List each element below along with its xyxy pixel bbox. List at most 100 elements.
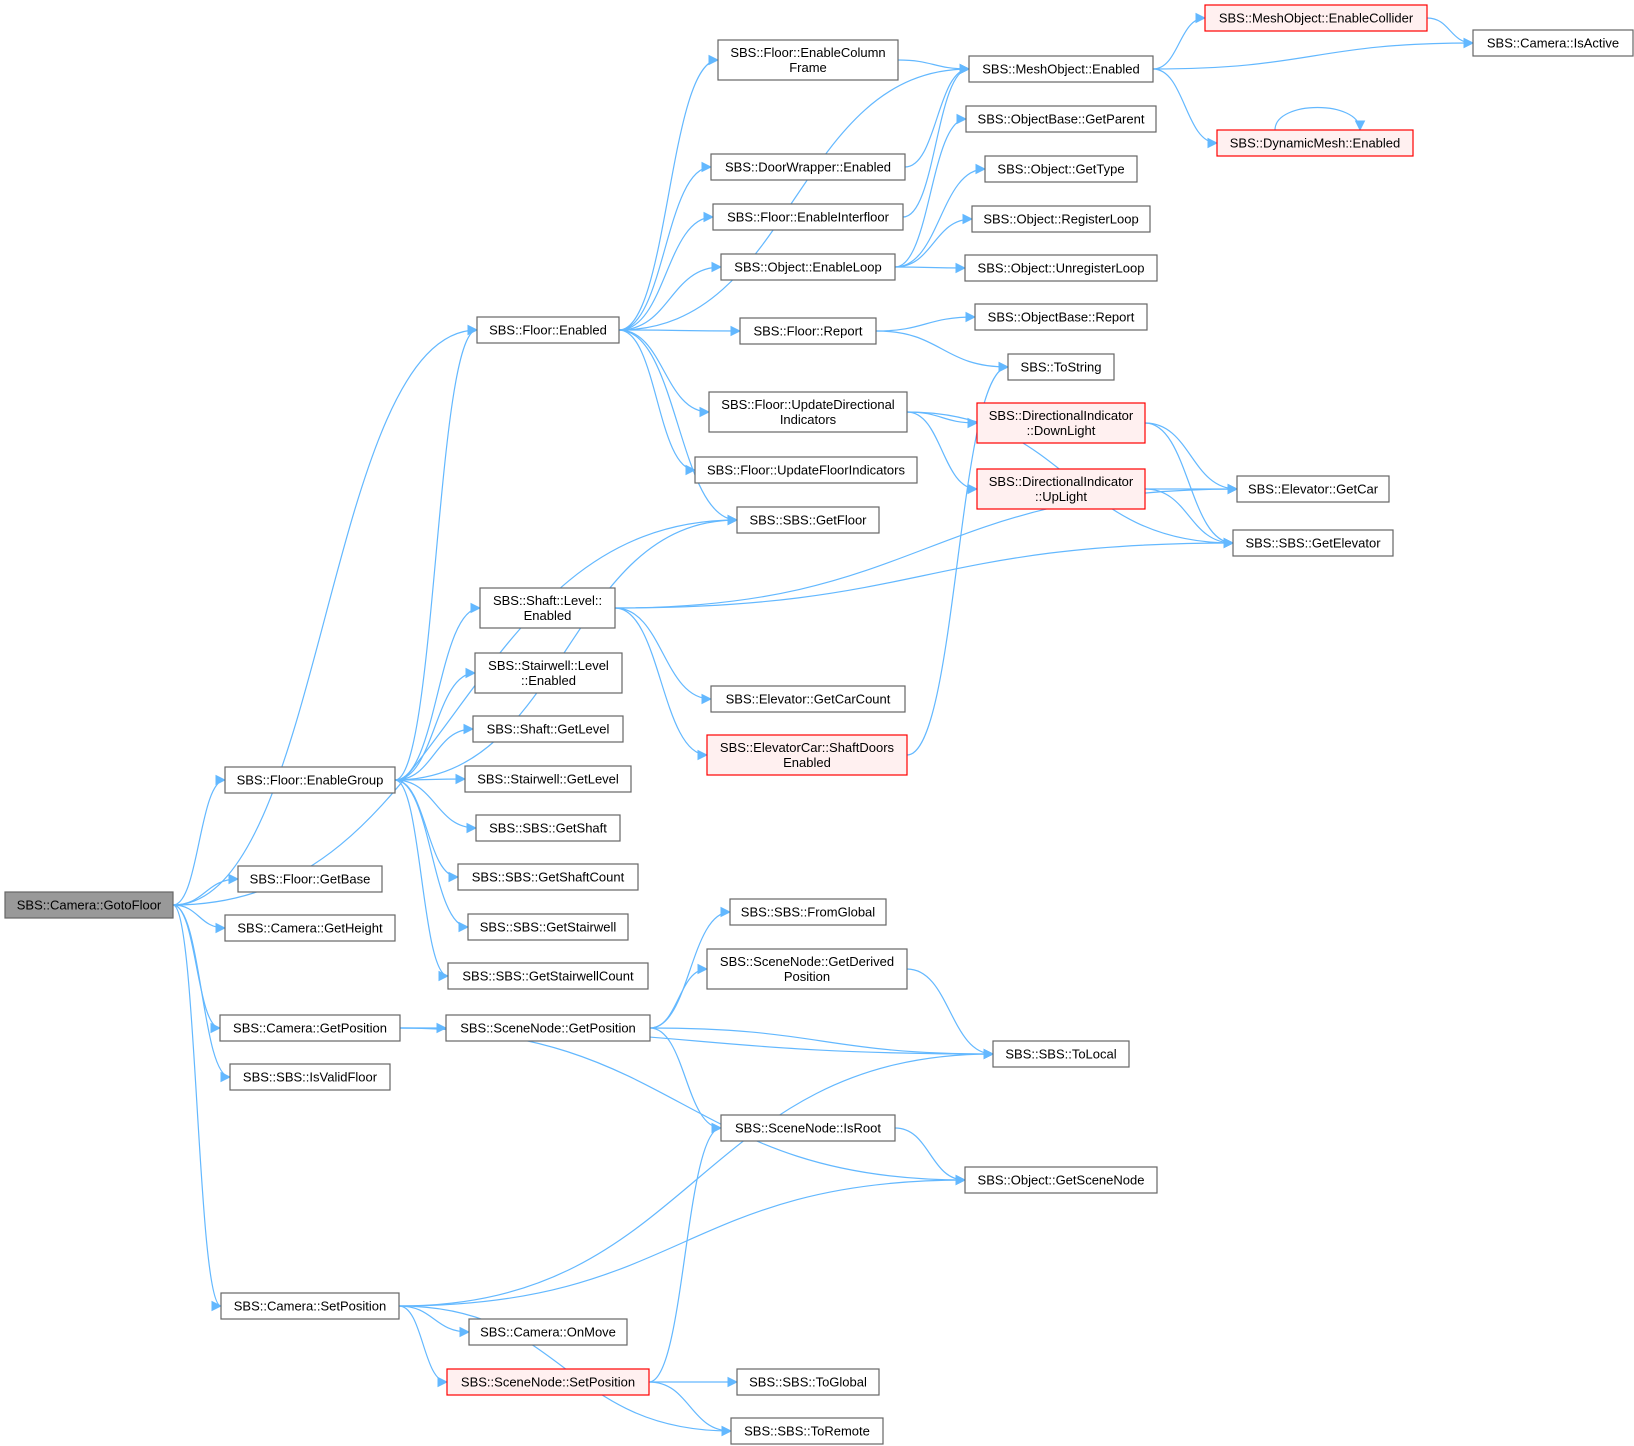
- node-sbs-tostring[interactable]: SBS::ToString: [1007, 353, 1115, 381]
- node-label: SBS::SBS::ToRemote: [744, 1424, 870, 1439]
- node-label: SBS::Object::UnregisterLoop: [978, 261, 1145, 276]
- node-label: SBS::SBS::ToLocal: [1005, 1047, 1116, 1062]
- node-label: SBS::Elevator::GetCar: [1248, 482, 1379, 497]
- edge-floor-enablegroup-to-shaft-level-enabled: [394, 602, 482, 781]
- node-meshobject-enabled[interactable]: SBS::MeshObject::Enabled: [968, 55, 1154, 83]
- node-stairwell-getlevel[interactable]: SBS::Stairwell::GetLevel: [464, 765, 632, 793]
- node-box: [965, 105, 1157, 133]
- node-sbs-fromglobal[interactable]: SBS::SBS::FromGlobal: [729, 898, 887, 926]
- edge-camera-setposition-to-object-getscenenode: [398, 1174, 967, 1307]
- node-camera-setposition[interactable]: SBS::Camera::SetPosition: [220, 1292, 400, 1320]
- node-label: SBS::Shaft::Level::: [493, 593, 602, 608]
- node-sbs-toremote[interactable]: SBS::SBS::ToRemote: [730, 1417, 884, 1445]
- node-objectbase-report[interactable]: SBS::ObjectBase::Report: [974, 303, 1148, 331]
- node-sbs-getfloor[interactable]: SBS::SBS::GetFloor: [736, 506, 880, 534]
- node-sbs-getelevator[interactable]: SBS::SBS::GetElevator: [1232, 529, 1394, 557]
- node-sbs-getshaftcount[interactable]: SBS::SBS::GetShaftCount: [457, 863, 639, 891]
- node-floor-enableinterfloor[interactable]: SBS::Floor::EnableInterfloor: [712, 203, 904, 231]
- node-objectbase-getparent[interactable]: SBS::ObjectBase::GetParent: [965, 105, 1157, 133]
- node-floor-enabled[interactable]: SBS::Floor::Enabled: [476, 316, 620, 344]
- node-label: SBS::SBS::GetShaft: [489, 821, 607, 836]
- node-label: SBS::SBS::IsValidFloor: [243, 1070, 378, 1085]
- node-gotofloor[interactable]: SBS::Camera::GotoFloor: [4, 891, 174, 919]
- node-label: SBS::Object::EnableLoop: [734, 260, 881, 275]
- node-box: [976, 468, 1146, 510]
- node-label: ::Enabled: [521, 673, 576, 688]
- node-box: [1232, 529, 1394, 557]
- node-directional-uplight[interactable]: SBS::DirectionalIndicator::UpLight: [976, 468, 1146, 510]
- node-object-gettype[interactable]: SBS::Object::GetType: [984, 155, 1138, 183]
- node-directional-downlight[interactable]: SBS::DirectionalIndicator::DownLight: [976, 402, 1146, 444]
- node-scenenode-setposition[interactable]: SBS::SceneNode::SetPosition: [446, 1368, 650, 1396]
- node-label: SBS::Floor::Enabled: [489, 323, 607, 338]
- node-elevator-getcarcount[interactable]: SBS::Elevator::GetCarCount: [710, 685, 906, 713]
- node-sbs-toglobal[interactable]: SBS::SBS::ToGlobal: [736, 1368, 880, 1396]
- node-object-enableloop[interactable]: SBS::Object::EnableLoop: [720, 253, 896, 281]
- node-floor-enablegroup[interactable]: SBS::Floor::EnableGroup: [224, 766, 396, 794]
- node-floor-getbase[interactable]: SBS::Floor::GetBase: [237, 865, 383, 893]
- node-sbs-getstairwellcount[interactable]: SBS::SBS::GetStairwellCount: [447, 962, 649, 990]
- node-box: [739, 317, 877, 345]
- node-doorwrapper-enabled[interactable]: SBS::DoorWrapper::Enabled: [710, 153, 906, 181]
- node-sbs-tolocal[interactable]: SBS::SBS::ToLocal: [992, 1040, 1130, 1068]
- node-stairwell-level-enabled[interactable]: SBS::Stairwell::Level::Enabled: [474, 652, 623, 694]
- node-label: SBS::Camera::OnMove: [480, 1325, 616, 1340]
- node-shaft-level-enabled[interactable]: SBS::Shaft::Level::Enabled: [479, 587, 616, 629]
- node-box: [964, 1166, 1158, 1194]
- node-camera-getheight[interactable]: SBS::Camera::GetHeight: [224, 914, 396, 942]
- edge-floor-enabled-to-floor-report: [618, 325, 742, 337]
- node-meshobject-enablecollider[interactable]: SBS::MeshObject::EnableCollider: [1204, 4, 1428, 32]
- edge-gotofloor-to-sbs-getfloor: [172, 514, 739, 906]
- node-box: [984, 155, 1138, 183]
- edge-floor-updatedirectional-to-directional-downlight: [906, 411, 979, 429]
- node-camera-isactive[interactable]: SBS::Camera::IsActive: [1472, 29, 1634, 57]
- node-camera-onmove[interactable]: SBS::Camera::OnMove: [468, 1318, 628, 1346]
- node-label: SBS::DirectionalIndicator: [989, 408, 1134, 423]
- node-box: [720, 253, 896, 281]
- node-label: ::DownLight: [1027, 423, 1096, 438]
- node-sbs-getstairwell[interactable]: SBS::SBS::GetStairwell: [467, 913, 629, 941]
- node-sbs-getshaft[interactable]: SBS::SBS::GetShaft: [475, 814, 621, 842]
- node-label: SBS::Object::RegisterLoop: [983, 212, 1138, 227]
- edge-meshobject-enabled-to-dynamicmesh-enabled: [1152, 68, 1219, 149]
- node-label: SBS::ToString: [1021, 360, 1102, 375]
- node-scenenode-getposition[interactable]: SBS::SceneNode::GetPosition: [445, 1014, 651, 1042]
- node-label: SBS::Floor::EnableGroup: [237, 773, 384, 788]
- edge-floor-enableinterfloor-to-meshobject-enabled: [902, 63, 971, 218]
- node-camera-getposition[interactable]: SBS::Camera::GetPosition: [219, 1014, 401, 1042]
- node-box: [1007, 353, 1115, 381]
- node-object-registerloop[interactable]: SBS::Object::RegisterLoop: [971, 205, 1151, 233]
- node-object-unregisterloop[interactable]: SBS::Object::UnregisterLoop: [964, 254, 1158, 282]
- node-box: [710, 685, 906, 713]
- edge-shaft-level-enabled-to-sbs-getelevator: [614, 537, 1235, 609]
- node-box: [720, 1114, 896, 1142]
- node-sbs-isvalidfloor[interactable]: SBS::SBS::IsValidFloor: [229, 1063, 391, 1091]
- edge-camera-setposition-to-sbs-tolocal: [398, 1048, 995, 1307]
- edge-floor-enablegroup-to-sbs-getfloor: [394, 514, 739, 781]
- edge-scenenode-getposition-to-scenenode-isroot: [649, 1027, 723, 1134]
- node-label: SBS::Camera::GetHeight: [237, 921, 383, 936]
- node-dynamicmesh-enabled[interactable]: SBS::DynamicMesh::Enabled: [1216, 129, 1414, 157]
- edge-gotofloor-to-floor-enablegroup: [172, 774, 227, 906]
- node-floor-updatefloorindicators[interactable]: SBS::Floor::UpdateFloorIndicators: [694, 456, 918, 484]
- node-box: [729, 898, 887, 926]
- node-floor-report[interactable]: SBS::Floor::Report: [739, 317, 877, 345]
- edge-directional-uplight-to-sbs-getelevator: [1144, 488, 1235, 549]
- node-label: SBS::Floor::EnableColumn: [730, 45, 885, 60]
- edge-floor-enablegroup-to-floor-enabled: [394, 324, 479, 781]
- node-object-getscenenode[interactable]: SBS::Object::GetSceneNode: [964, 1166, 1158, 1194]
- node-label: SBS::SBS::ToGlobal: [749, 1375, 867, 1390]
- node-scenenode-isroot[interactable]: SBS::SceneNode::IsRoot: [720, 1114, 896, 1142]
- node-label: SBS::SBS::GetStairwellCount: [462, 969, 634, 984]
- node-shaft-getlevel[interactable]: SBS::Shaft::GetLevel: [472, 715, 624, 743]
- edge-scenenode-getposition-to-scenenode-getderived: [649, 963, 709, 1029]
- edge-scenenode-getposition-to-sbs-tolocal: [649, 1027, 995, 1060]
- edge-dynamicmesh-enabled-to-dynamicmesh-enabled: [1274, 107, 1366, 132]
- edge-object-enableloop-to-object-gettype: [894, 163, 987, 268]
- node-elevator-getcar[interactable]: SBS::Elevator::GetCar: [1236, 475, 1390, 503]
- node-label: SBS::SBS::GetShaftCount: [472, 870, 625, 885]
